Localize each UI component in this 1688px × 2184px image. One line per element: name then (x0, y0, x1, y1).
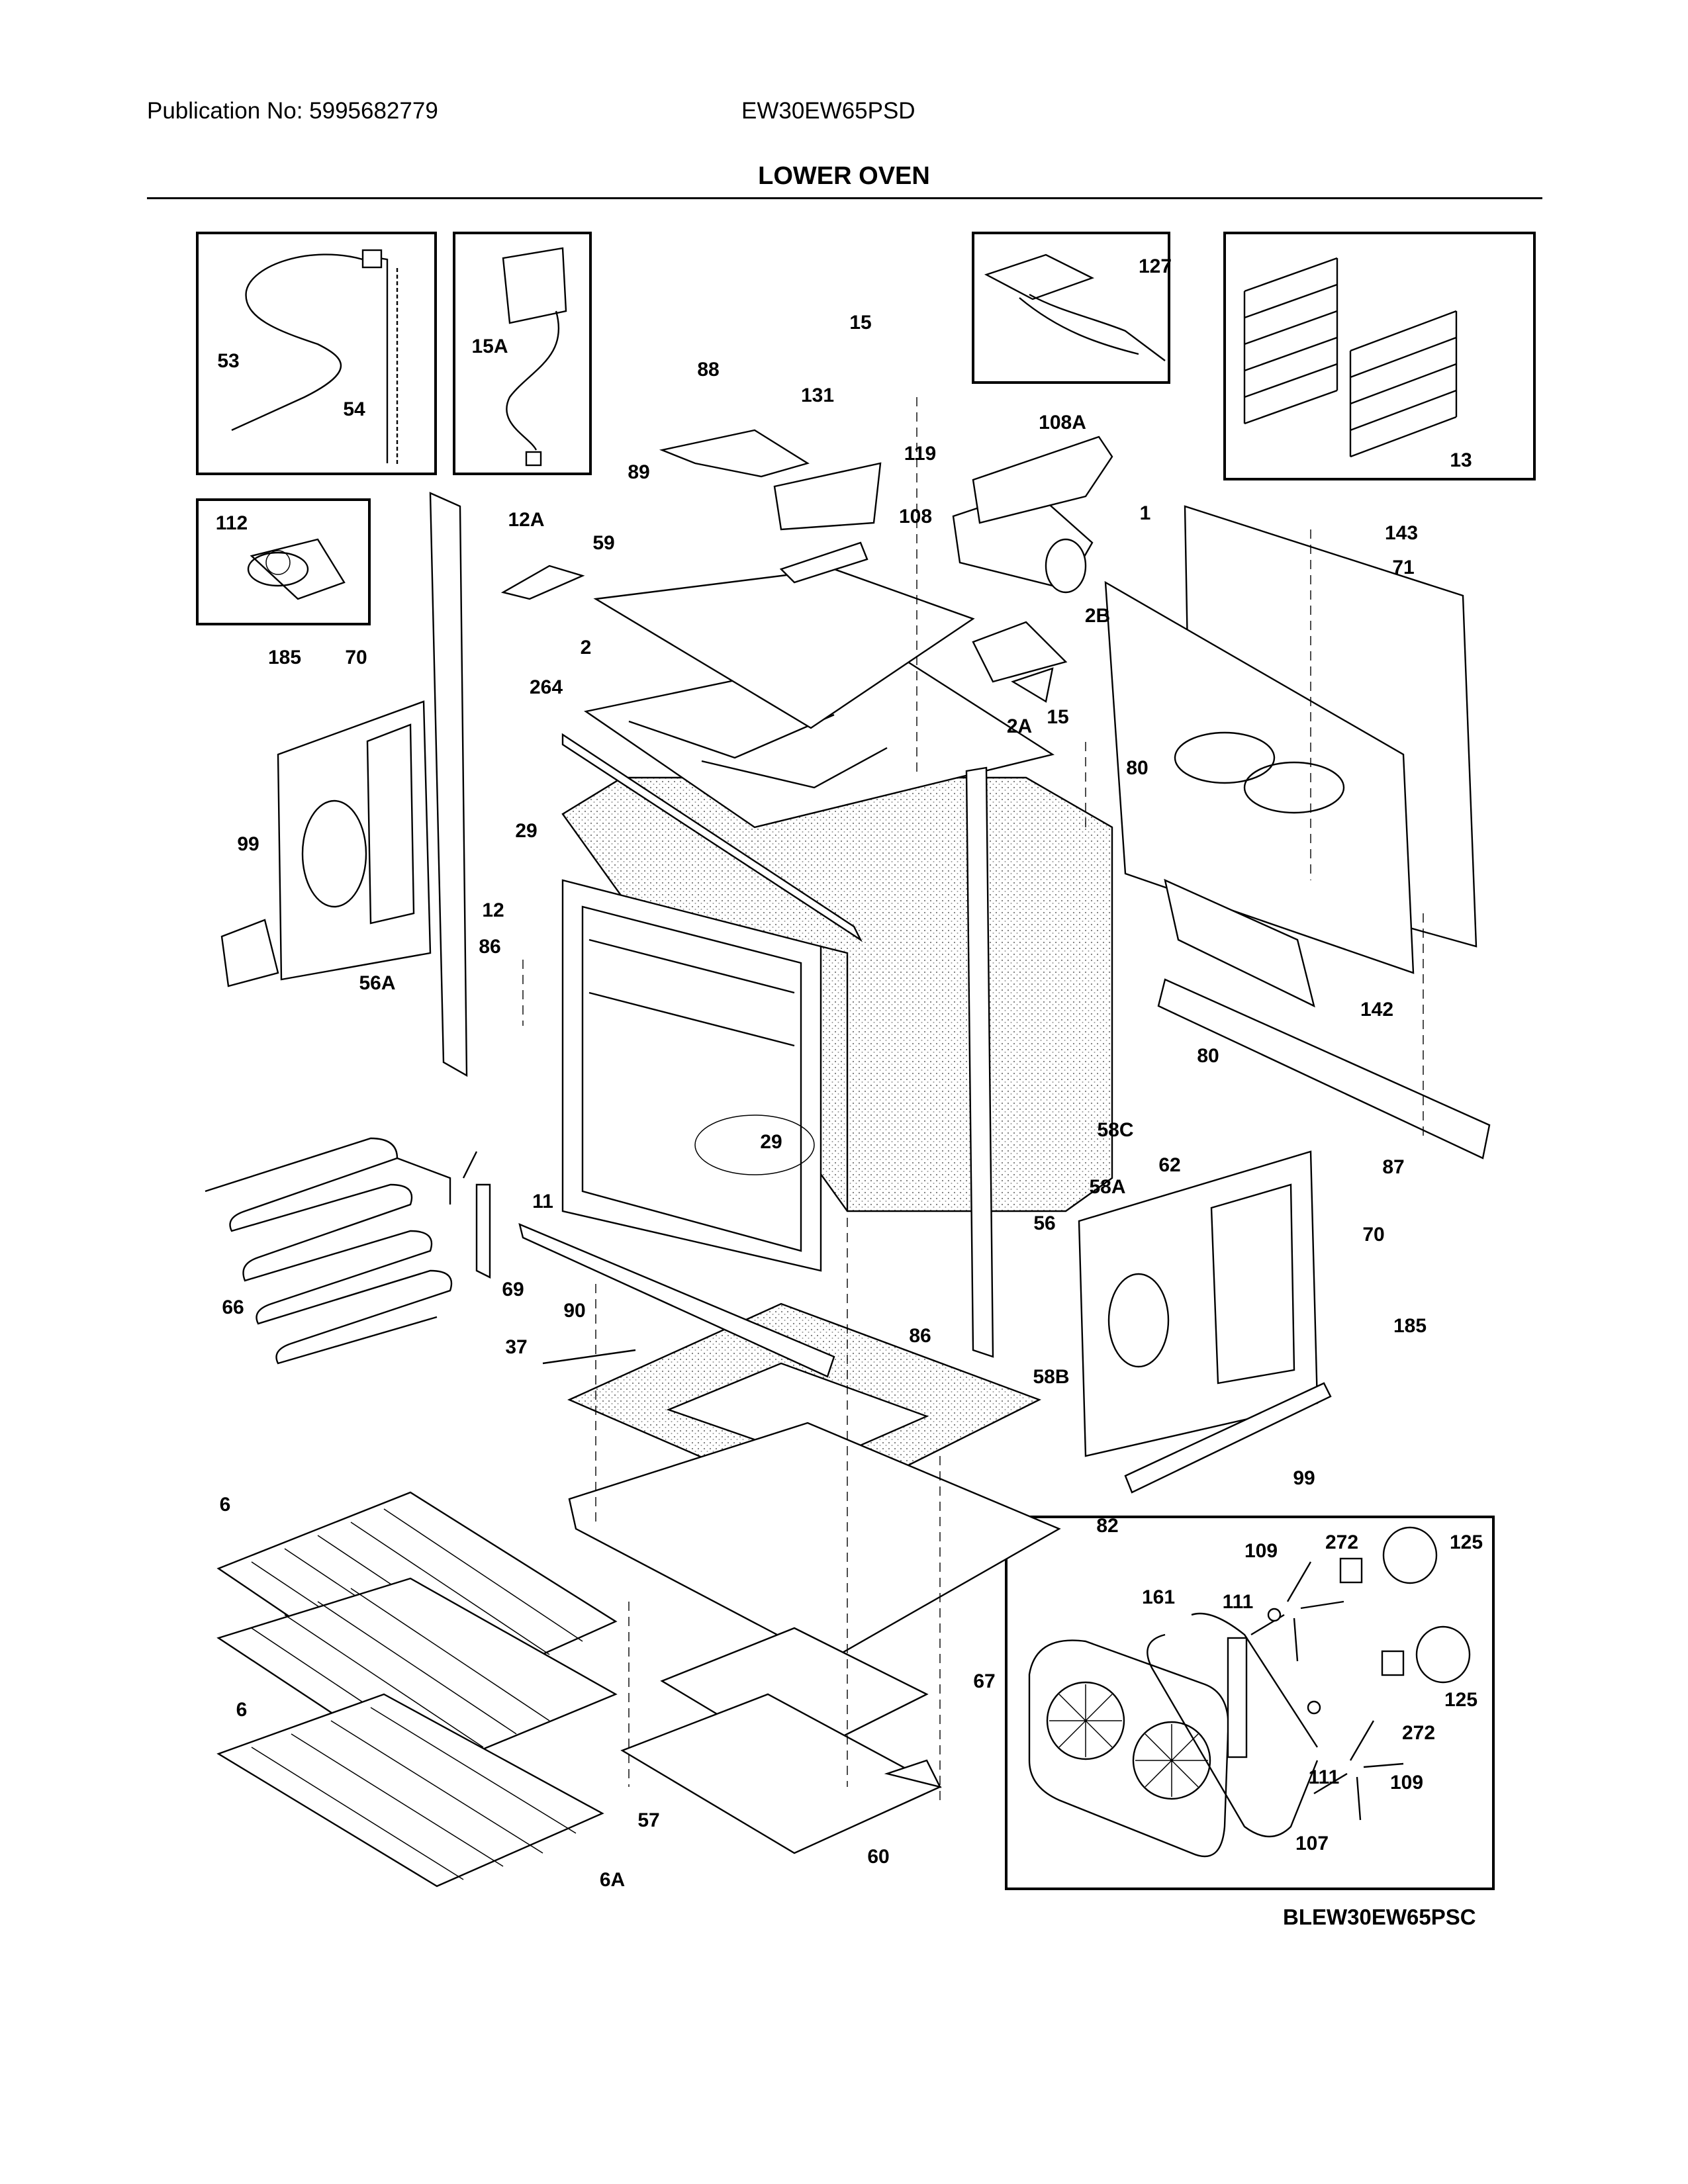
label-60: 60 (867, 1846, 889, 1868)
label-6-top: 6 (220, 1494, 231, 1516)
inset-box-racks (1223, 232, 1536, 480)
label-6A: 6A (600, 1869, 625, 1891)
inset-box-thermostat (196, 498, 371, 625)
label-88: 88 (697, 359, 719, 381)
label-82: 82 (1096, 1515, 1118, 1537)
label-58A: 58A (1089, 1176, 1125, 1198)
top-panel (500, 429, 1113, 942)
label-272-upper: 272 (1325, 1531, 1358, 1553)
label-119: 119 (904, 443, 936, 465)
label-15-lower: 15 (1047, 706, 1068, 728)
label-90: 90 (563, 1300, 585, 1322)
label-80-lower: 80 (1197, 1045, 1219, 1067)
label-70-right: 70 (1362, 1224, 1384, 1246)
drawing-code: BLEW30EW65PSC (1283, 1905, 1476, 1929)
label-80-upper: 80 (1126, 757, 1148, 779)
label-12: 12 (482, 899, 504, 921)
label-143: 143 (1385, 522, 1418, 544)
label-264: 264 (530, 676, 563, 698)
label-109-lower: 109 (1390, 1772, 1423, 1794)
label-2: 2 (581, 637, 592, 659)
alignment-lines (522, 397, 1424, 1800)
label-185-left: 185 (268, 647, 301, 668)
label-56A: 56A (359, 972, 395, 994)
label-87: 87 (1382, 1156, 1404, 1178)
label-71: 71 (1392, 557, 1414, 578)
label-66: 66 (222, 1297, 244, 1318)
label-111-upper: 111 (1223, 1591, 1254, 1613)
label-86-right: 86 (909, 1325, 931, 1347)
label-11: 11 (532, 1191, 553, 1212)
inset-box-wiring (972, 232, 1170, 384)
label-62: 62 (1158, 1154, 1180, 1176)
label-86-left: 86 (479, 936, 500, 958)
inset-box-sensor (196, 232, 437, 475)
broil-element (205, 1137, 491, 1365)
oven-cavity (561, 776, 1113, 1272)
label-125-lower: 125 (1444, 1689, 1477, 1711)
label-54: 54 (343, 398, 365, 420)
header-rule (147, 197, 1542, 199)
label-161: 161 (1142, 1586, 1175, 1608)
publication-number: Publication No: 5995682779 (147, 98, 438, 124)
label-70-left: 70 (345, 647, 367, 668)
label-127: 127 (1139, 255, 1172, 277)
label-29-upper: 29 (515, 820, 537, 842)
label-37: 37 (505, 1336, 527, 1358)
label-185-right: 185 (1393, 1315, 1427, 1337)
label-59: 59 (592, 532, 614, 554)
label-58C: 58C (1097, 1119, 1133, 1141)
label-29-lower: 29 (760, 1131, 782, 1153)
bottom-assembly (518, 1222, 1061, 1854)
label-1: 1 (1140, 502, 1151, 524)
section-title: LOWER OVEN (758, 162, 930, 190)
label-2A: 2A (1007, 715, 1032, 737)
label-15A: 15A (471, 336, 508, 357)
oven-racks (216, 1491, 618, 1888)
label-12A: 12A (508, 509, 544, 531)
label-131: 131 (801, 385, 834, 406)
label-108: 108 (899, 506, 932, 527)
label-6-middle: 6 (236, 1699, 248, 1721)
label-125-upper: 125 (1450, 1531, 1483, 1553)
part-labels: 53 54 15A 15 88 131 127 13 119 108A 89 1… (216, 255, 1483, 1891)
side-panels (220, 492, 1491, 1494)
label-142: 142 (1360, 999, 1393, 1021)
model-number: EW30EW65PSD (741, 98, 915, 124)
inset-box-control (453, 232, 592, 475)
label-107: 107 (1295, 1833, 1329, 1854)
label-111-lower: 111 (1309, 1766, 1340, 1788)
label-57: 57 (637, 1809, 659, 1831)
inset-box-convection-fan (1005, 1516, 1495, 1890)
label-2B: 2B (1085, 605, 1110, 627)
label-56: 56 (1033, 1212, 1055, 1234)
label-109-upper: 109 (1244, 1540, 1278, 1562)
label-53: 53 (217, 350, 239, 372)
label-99-left: 99 (237, 833, 259, 855)
label-13: 13 (1450, 449, 1472, 471)
label-15: 15 (849, 312, 871, 334)
label-67: 67 (973, 1670, 995, 1692)
label-89: 89 (628, 461, 649, 483)
label-112: 112 (216, 512, 248, 534)
label-108A: 108A (1039, 412, 1086, 433)
label-272-lower: 272 (1402, 1722, 1435, 1744)
label-99-right: 99 (1293, 1467, 1315, 1489)
label-69: 69 (502, 1279, 524, 1300)
label-58B: 58B (1033, 1366, 1069, 1388)
